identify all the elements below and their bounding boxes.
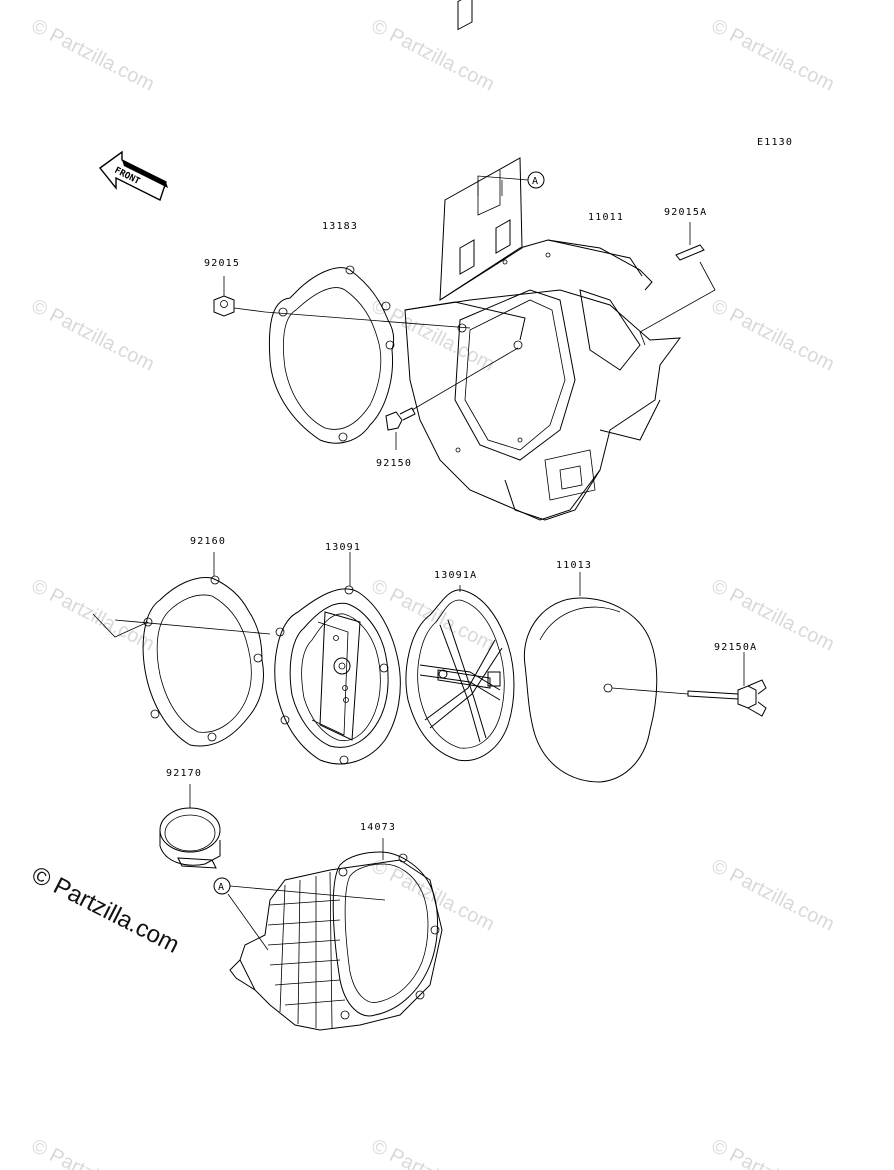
reference-marker-a-top: A bbox=[477, 171, 545, 196]
watermark: © Partzilla.com bbox=[708, 1135, 838, 1170]
watermark: © Partzilla.com bbox=[28, 295, 158, 376]
clamp-92170 bbox=[159, 784, 221, 869]
air-cleaner-case bbox=[404, 0, 682, 521]
reference-marker-a-bottom: A bbox=[213, 877, 386, 951]
gasket-92160 bbox=[92, 552, 271, 747]
gasket-13183 bbox=[268, 265, 395, 444]
element-frame-13091a bbox=[405, 585, 515, 762]
reference-marker-letter: A bbox=[532, 176, 539, 187]
air-filter-element-11013 bbox=[523, 572, 689, 783]
part-label-92160: 92160 bbox=[190, 536, 226, 547]
watermark: © Partzilla.com bbox=[368, 1135, 498, 1170]
part-label-92170: 92170 bbox=[166, 768, 202, 779]
clip-92015a bbox=[639, 222, 716, 346]
watermark: © Partzilla.com bbox=[28, 15, 158, 96]
part-label-13091a: 13091A bbox=[434, 570, 477, 581]
watermark: © Partzilla.com bbox=[708, 15, 838, 96]
reference-marker-letter: A bbox=[218, 882, 225, 893]
part-label-92015a: 92015A bbox=[664, 207, 707, 218]
part-label-92150: 92150 bbox=[376, 458, 412, 469]
part-label-11013: 11013 bbox=[556, 560, 592, 571]
part-label-11011: 11011 bbox=[588, 212, 624, 223]
wing-bolt-92150a bbox=[687, 652, 767, 717]
watermark: © Partzilla.com bbox=[28, 575, 158, 656]
bolt-92150 bbox=[385, 347, 519, 450]
copyright-text: © Partzilla.com bbox=[27, 861, 183, 958]
part-label-92150a: 92150A bbox=[714, 642, 757, 653]
part-label-13183: 13183 bbox=[322, 221, 358, 232]
element-holder-13091 bbox=[274, 552, 401, 765]
part-label-92015: 92015 bbox=[204, 258, 240, 269]
nut-92015 bbox=[213, 276, 471, 329]
part-label-13091: 13091 bbox=[325, 542, 361, 553]
watermark: © Partzilla.com bbox=[28, 1135, 158, 1170]
watermark: © Partzilla.com bbox=[708, 855, 838, 936]
watermark: © Partzilla.com bbox=[368, 575, 498, 656]
watermark: © Partzilla.com bbox=[368, 855, 498, 936]
watermark: © Partzilla.com bbox=[368, 15, 498, 96]
part-label-14073: 14073 bbox=[360, 822, 396, 833]
diagram-code: E1130 bbox=[757, 137, 793, 148]
watermark: © Partzilla.com bbox=[708, 295, 838, 376]
front-arrow-icon: FRONT bbox=[98, 150, 168, 201]
duct-14073 bbox=[229, 838, 443, 1031]
